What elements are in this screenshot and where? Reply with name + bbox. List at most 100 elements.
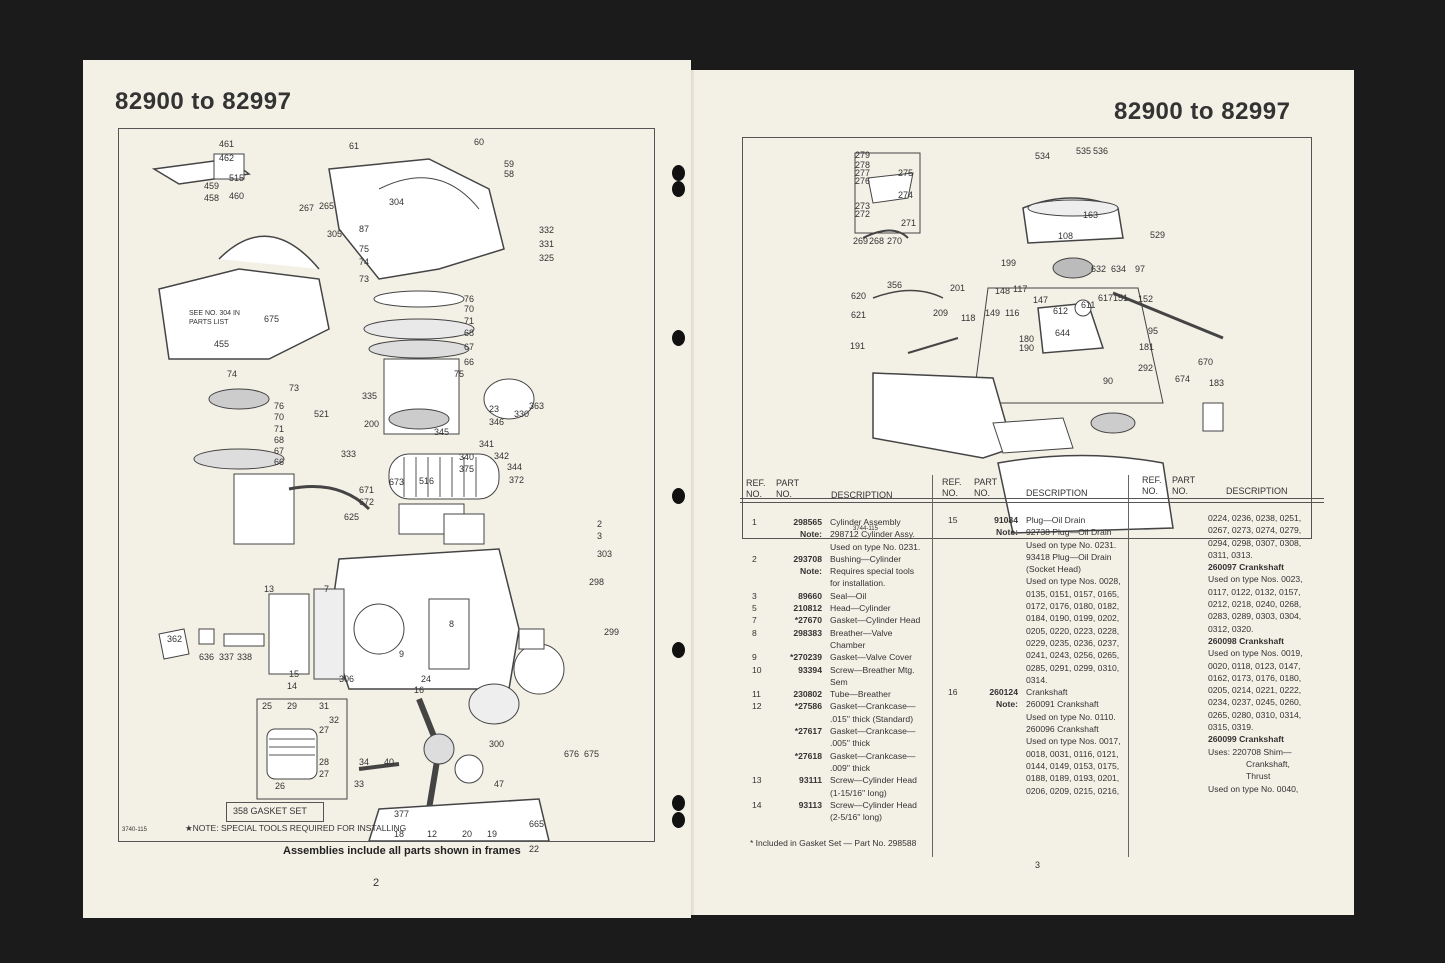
table-header-rule xyxy=(740,502,1324,503)
callout: 58 xyxy=(504,169,515,179)
part-number xyxy=(774,811,830,823)
table-line: 0162, 0173, 0176, 0180, xyxy=(1208,672,1302,683)
callout: 59 xyxy=(504,159,515,169)
ref-number xyxy=(752,787,774,799)
part-description: 0314. xyxy=(1026,674,1048,685)
table-line: 0234, 0237, 0245, 0260, xyxy=(1208,697,1302,708)
header-description: DESCRIPTION xyxy=(1226,486,1288,496)
ref-number xyxy=(948,735,970,747)
part-description: .015'' thick (Standard) xyxy=(830,713,914,724)
part-description: Used on type No. 0110. xyxy=(1026,711,1116,722)
part-number xyxy=(970,785,1026,797)
callout: 26 xyxy=(275,781,286,791)
part-description: Plug—Oil Drain xyxy=(1026,515,1086,525)
header-description: DESCRIPTION xyxy=(1026,488,1088,498)
assemblies-caption: Assemblies include all parts shown in fr… xyxy=(283,845,521,857)
table-row: .015'' thick (Standard) xyxy=(752,713,930,725)
part-description: 0018, 0031, 0116, 0121, xyxy=(1026,748,1119,759)
callout: 621 xyxy=(851,310,867,320)
table-top-rule xyxy=(740,498,1324,499)
callout: 70 xyxy=(464,304,475,314)
callout: 7 xyxy=(324,584,330,594)
callout: 269 xyxy=(853,236,869,246)
ref-number xyxy=(948,600,970,612)
table-line: 0267, 0273, 0274, 0279, xyxy=(1208,525,1302,536)
ref-number xyxy=(948,637,970,649)
ref-number: 16 xyxy=(948,687,958,698)
part-description: .009'' thick xyxy=(830,762,871,773)
part-number xyxy=(970,772,1026,784)
callout: 116 xyxy=(1005,308,1020,318)
part-number xyxy=(970,649,1026,661)
callout: 300 xyxy=(489,739,505,749)
callout: 2 xyxy=(597,519,603,529)
part-number xyxy=(970,662,1026,674)
table-row: Note:Requires special tools xyxy=(752,565,930,577)
callout: 163 xyxy=(1083,210,1099,220)
callout: 28 xyxy=(319,757,330,767)
callout: 191 xyxy=(850,341,866,351)
part-number xyxy=(970,575,1026,587)
ref-number: 1 xyxy=(752,517,757,527)
part-number: 93113 xyxy=(798,799,822,810)
part-description: Gasket—Crankcase— xyxy=(830,701,916,712)
table-row: 0314. xyxy=(948,674,1126,686)
ref-number xyxy=(948,698,970,710)
table-row: 0206, 0209, 0215, 0216, xyxy=(948,785,1126,797)
table-line: 0212, 0218, 0240, 0268, xyxy=(1208,599,1302,610)
callout: 636 xyxy=(199,652,215,662)
part-number xyxy=(774,787,830,799)
part-number xyxy=(970,637,1026,649)
callout: 273 xyxy=(855,201,871,211)
callout: 199 xyxy=(1001,258,1017,268)
right-page-number: 3 xyxy=(1035,860,1041,870)
callout: 180 xyxy=(1019,334,1035,344)
callout: 671 xyxy=(359,485,375,495)
callout: 299 xyxy=(604,627,620,637)
table-row: 260096 Crankshaft xyxy=(948,723,1126,735)
callout: 15 xyxy=(289,669,300,679)
table-row: (2-5/16'' long) xyxy=(752,811,930,823)
callout: 151 xyxy=(1113,293,1129,303)
callout: 27 xyxy=(319,725,330,735)
callout: 634 xyxy=(1111,264,1127,274)
left-figure-code: 3740-115 xyxy=(122,827,147,833)
table-row: Used on type Nos. 0028, xyxy=(948,575,1126,587)
right-page: 82900 to 82997 xyxy=(694,70,1354,915)
callout: 118 xyxy=(961,313,976,323)
table-row: Note:298712 Cylinder Assy. xyxy=(752,528,930,540)
ref-number: 7 xyxy=(752,615,757,626)
callout: 337 xyxy=(219,652,235,662)
table-row: (Socket Head) xyxy=(948,563,1126,575)
part-description: 0135, 0151, 0157, 0165, xyxy=(1026,588,1120,599)
blower-housing-shape xyxy=(158,268,330,360)
ref-number xyxy=(948,612,970,624)
part-number xyxy=(774,577,830,589)
part-description: .005'' thick xyxy=(830,738,871,749)
callout: 611 xyxy=(1081,300,1096,310)
part-number: *270239 xyxy=(789,652,822,663)
callout: 70 xyxy=(274,412,285,422)
callout: 278 xyxy=(855,160,871,170)
part-description: Head—Cylinder xyxy=(830,603,891,614)
table-line: 260097 Crankshaft xyxy=(1208,562,1284,573)
callout: 274 xyxy=(898,190,914,200)
callout: 23 xyxy=(489,404,500,414)
ref-number xyxy=(948,723,970,735)
part-number xyxy=(970,748,1026,760)
callout: 333 xyxy=(341,449,357,459)
carburetor-diagram-frame: 279 278 277 276 275 274 273 272 271 269 … xyxy=(742,137,1312,539)
part-description: 93418 Plug—Oil Drain xyxy=(1026,551,1112,562)
part-description: 0184, 0190, 0199, 0202, xyxy=(1026,613,1120,624)
table-row: for installation. xyxy=(752,577,930,589)
table-line: 260099 Crankshaft xyxy=(1208,734,1284,745)
callout: 27 xyxy=(319,769,330,779)
ref-number: 5 xyxy=(752,603,757,614)
table-column-divider xyxy=(1128,475,1129,857)
part-description: 0188, 0189, 0193, 0201, xyxy=(1026,773,1120,784)
